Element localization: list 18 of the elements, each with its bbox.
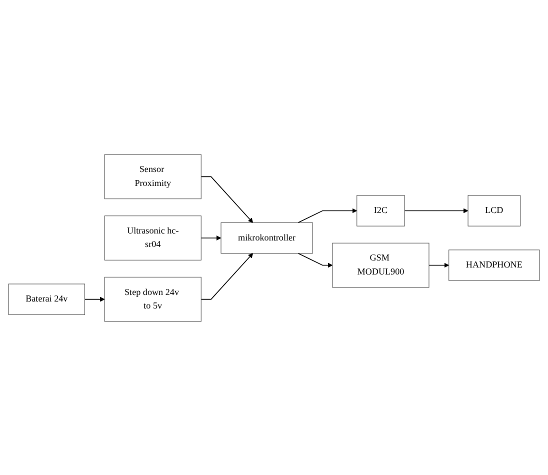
node-box <box>104 154 202 199</box>
node-box <box>104 276 202 322</box>
arrow <box>200 252 254 300</box>
node-box <box>220 222 313 254</box>
arrow <box>428 262 450 268</box>
block-diagram: Sensor Proximity Ultrasonic hc-sr04 Baterai 24v Step down 24v to 5v mikrokontroller I2C LCD GSM MODUL900 HANDPHONE <box>4 150 544 326</box>
node-box <box>8 283 86 314</box>
node-box <box>104 215 202 260</box>
node-box <box>356 194 405 226</box>
arrow <box>84 296 105 302</box>
arrow <box>298 252 333 268</box>
arrow <box>200 176 254 222</box>
node-box <box>332 242 430 288</box>
arrow <box>200 235 222 240</box>
arrow <box>298 208 358 223</box>
node-box <box>468 194 521 226</box>
node-box <box>448 249 540 280</box>
arrow <box>404 208 468 213</box>
